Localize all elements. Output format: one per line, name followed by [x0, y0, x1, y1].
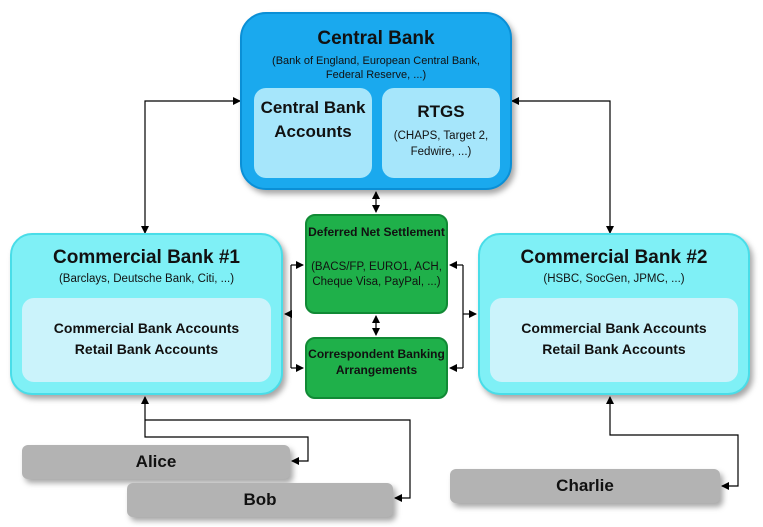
person-alice: Alice — [22, 445, 290, 479]
correspondent-banking-title: Correspondent Banking Arrangements — [308, 347, 445, 377]
link-alice-cb1 — [141, 396, 309, 465]
deferred-net-settlement-box: Deferred Net Settlement (BACS/FP, EURO1,… — [305, 214, 448, 314]
link-cb2-central — [511, 97, 614, 234]
link-cb1-central — [141, 97, 241, 234]
commercial-bank-2-accounts-line2: Retail Bank Accounts — [542, 341, 686, 357]
link-charlie-cb2 — [606, 396, 739, 490]
commercial-bank-1-box: Commercial Bank #1 (Barclays, Deutsche B… — [10, 233, 283, 395]
commercial-bank-1-title: Commercial Bank #1 — [53, 247, 240, 268]
commercial-bank-2-accounts-line1: Commercial Bank Accounts — [521, 320, 707, 336]
central-bank-accounts-box: Central Bank Accounts — [254, 88, 372, 178]
rtgs-box: RTGS (CHAPS, Target 2, Fedwire, ...) — [382, 88, 500, 178]
central-bank-title: Central Bank — [317, 28, 435, 49]
deferred-net-settlement-title: Deferred Net Settlement — [308, 225, 445, 239]
person-bob: Bob — [127, 483, 393, 517]
central-bank-accounts-label: Central Bank Accounts — [260, 98, 366, 141]
central-bank-subtitle: (Bank of England, European Central Bank,… — [272, 55, 480, 81]
correspondent-banking-box: Correspondent Banking Arrangements — [305, 337, 448, 399]
link-bob-cb1 — [145, 419, 411, 502]
commercial-bank-1-accounts-line2: Retail Bank Accounts — [74, 341, 219, 357]
commercial-bank-2-title: Commercial Bank #2 — [520, 247, 708, 268]
person-charlie: Charlie — [450, 469, 720, 503]
rtgs-subtitle: (CHAPS, Target 2, Fedwire, ...) — [393, 130, 489, 158]
commercial-bank-1-subtitle: (Barclays, Deutsche Bank, Citi, ...) — [58, 273, 235, 285]
commercial-bank-2-subtitle: (HSBC, SocGen, JPMC, ...) — [543, 273, 685, 285]
commercial-bank-1-accounts-line1: Commercial Bank Accounts — [53, 320, 240, 336]
commercial-bank-2-accounts: Commercial Bank Accounts Retail Bank Acc… — [490, 298, 738, 382]
commercial-bank-2-box: Commercial Bank #2 (HSBC, SocGen, JPMC, … — [478, 233, 750, 395]
deferred-net-settlement-subtitle: (BACS/FP, EURO1, ACH, Cheque Visa, PayPa… — [311, 261, 442, 288]
rtgs-title: RTGS — [417, 102, 465, 121]
commercial-bank-1-accounts: Commercial Bank Accounts Retail Bank Acc… — [22, 298, 271, 382]
